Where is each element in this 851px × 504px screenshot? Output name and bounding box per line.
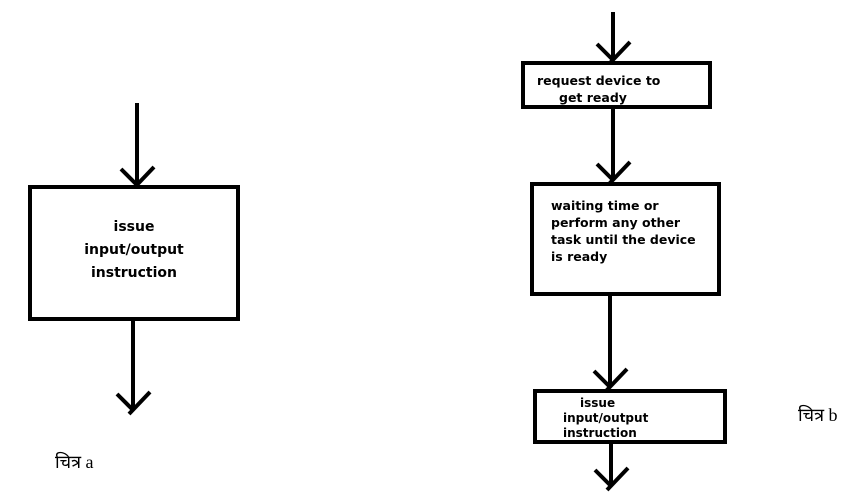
box-issue-io-a: issue input/output instruction bbox=[28, 185, 240, 321]
box-issue-io-b: issue input/output instruction bbox=[533, 389, 727, 444]
box-text-line: input/output bbox=[84, 242, 184, 258]
box-text-line: task until the device bbox=[551, 232, 696, 247]
arrow-request-to-waiting bbox=[595, 109, 632, 186]
box-waiting-time: waiting time or perform any other task u… bbox=[530, 182, 721, 296]
box-text-line: instruction bbox=[563, 426, 637, 440]
box-text-line: perform any other bbox=[551, 215, 681, 230]
box-text-line: input/output bbox=[563, 411, 649, 425]
arrow-waiting-to-issue bbox=[592, 296, 629, 393]
arrow-down-into-box-a bbox=[119, 103, 156, 191]
arrow-down-into-request-box bbox=[595, 12, 632, 66]
arrow-down-out-of-issue-box-b bbox=[593, 444, 630, 492]
box-text-line: issue bbox=[113, 219, 155, 235]
arrow-down-out-of-box-a bbox=[115, 321, 152, 416]
box-text-line: get ready bbox=[559, 90, 627, 105]
box-text-line: request device to bbox=[537, 73, 661, 88]
box-text-line: waiting time or bbox=[551, 198, 659, 213]
figure-b-label: चित्र b bbox=[798, 405, 838, 425]
figure-a-label: चित्र a bbox=[55, 452, 94, 472]
box-text-line: issue bbox=[580, 396, 616, 410]
box-text-line: instruction bbox=[90, 265, 178, 281]
box-text-line: is ready bbox=[551, 249, 608, 264]
box-request-device: request device to get ready bbox=[521, 61, 712, 109]
